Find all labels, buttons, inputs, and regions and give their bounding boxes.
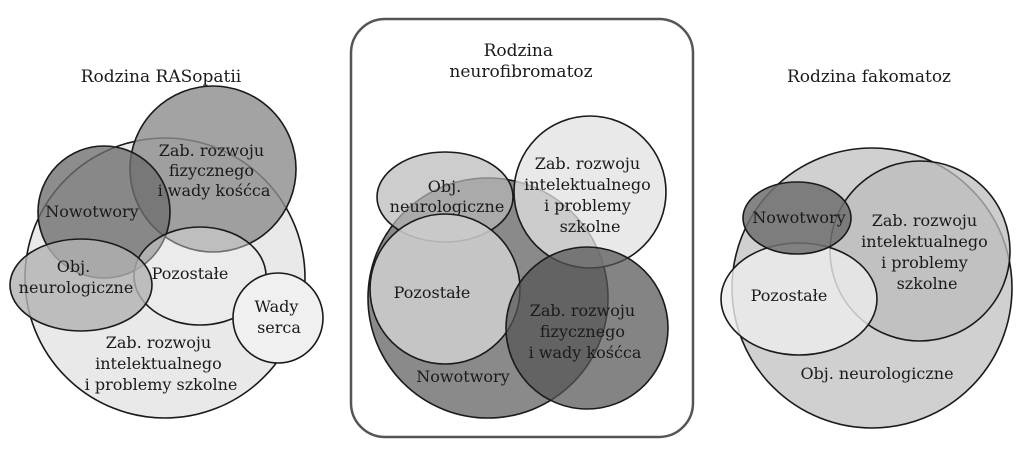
circle-zab-fiz-nf	[505, 246, 669, 410]
circle-wady-serca-ras	[232, 272, 324, 364]
label-zab-fiz-nf: Zab. rozwoju fizycznego i wady kośćca	[529, 301, 642, 362]
circle-obj-neuro-ras	[9, 238, 153, 332]
label-zab-int-nf: Zab. rozwoju intelektualnego i problemy …	[524, 154, 656, 236]
panel-rasopatie: Rodzina RASopatii Zab. rozwoju fizyczneg…	[9, 67, 324, 419]
label-nowotwory-ras: Nowotwory	[45, 202, 138, 221]
circle-nowotwory-fak	[742, 181, 852, 255]
label-obj-neuro-fak: Obj. neurologiczne	[800, 364, 953, 383]
label-pozostale-ras: Pozostałe	[152, 264, 229, 283]
label-pozostale-fak: Pozostałe	[751, 286, 828, 305]
panel-title-neurofibromatoz: Rodzina neurofibromatoz	[449, 41, 592, 82]
label-zab-int-fak: Zab. rozwoju intelektualnego i problemy …	[861, 211, 993, 293]
label-nowotwory-fak: Nowotwory	[752, 208, 845, 227]
panel-neurofibromatoz: Rodzina neurofibromatoz Obj. neurologicz…	[349, 17, 695, 439]
panel-title-fakomatoz: Rodzina fakomatoz	[787, 67, 951, 87]
panel-title-rasopatie: Rodzina RASopatii	[81, 67, 242, 87]
label-pozostale-nf: Pozostałe	[394, 283, 471, 302]
panel-fakomatoz: Rodzina fakomatoz Nowotwory Zab. rozwoju…	[720, 67, 1013, 429]
label-wady-serca-ras: Wady serca	[255, 297, 304, 337]
label-obj-neuro-ras: Obj. neurologiczne	[19, 257, 134, 297]
label-zab-fiz-ras: Zab. rozwoju fizycznego i wady kośćca	[158, 141, 271, 200]
label-zab-int-ras: Zab. rozwoju intelektualnego i problemy …	[85, 333, 238, 394]
label-obj-neuro-nf: Obj. neurologiczne	[390, 177, 505, 216]
label-nowotwory-nf: Nowotwory	[416, 367, 509, 386]
